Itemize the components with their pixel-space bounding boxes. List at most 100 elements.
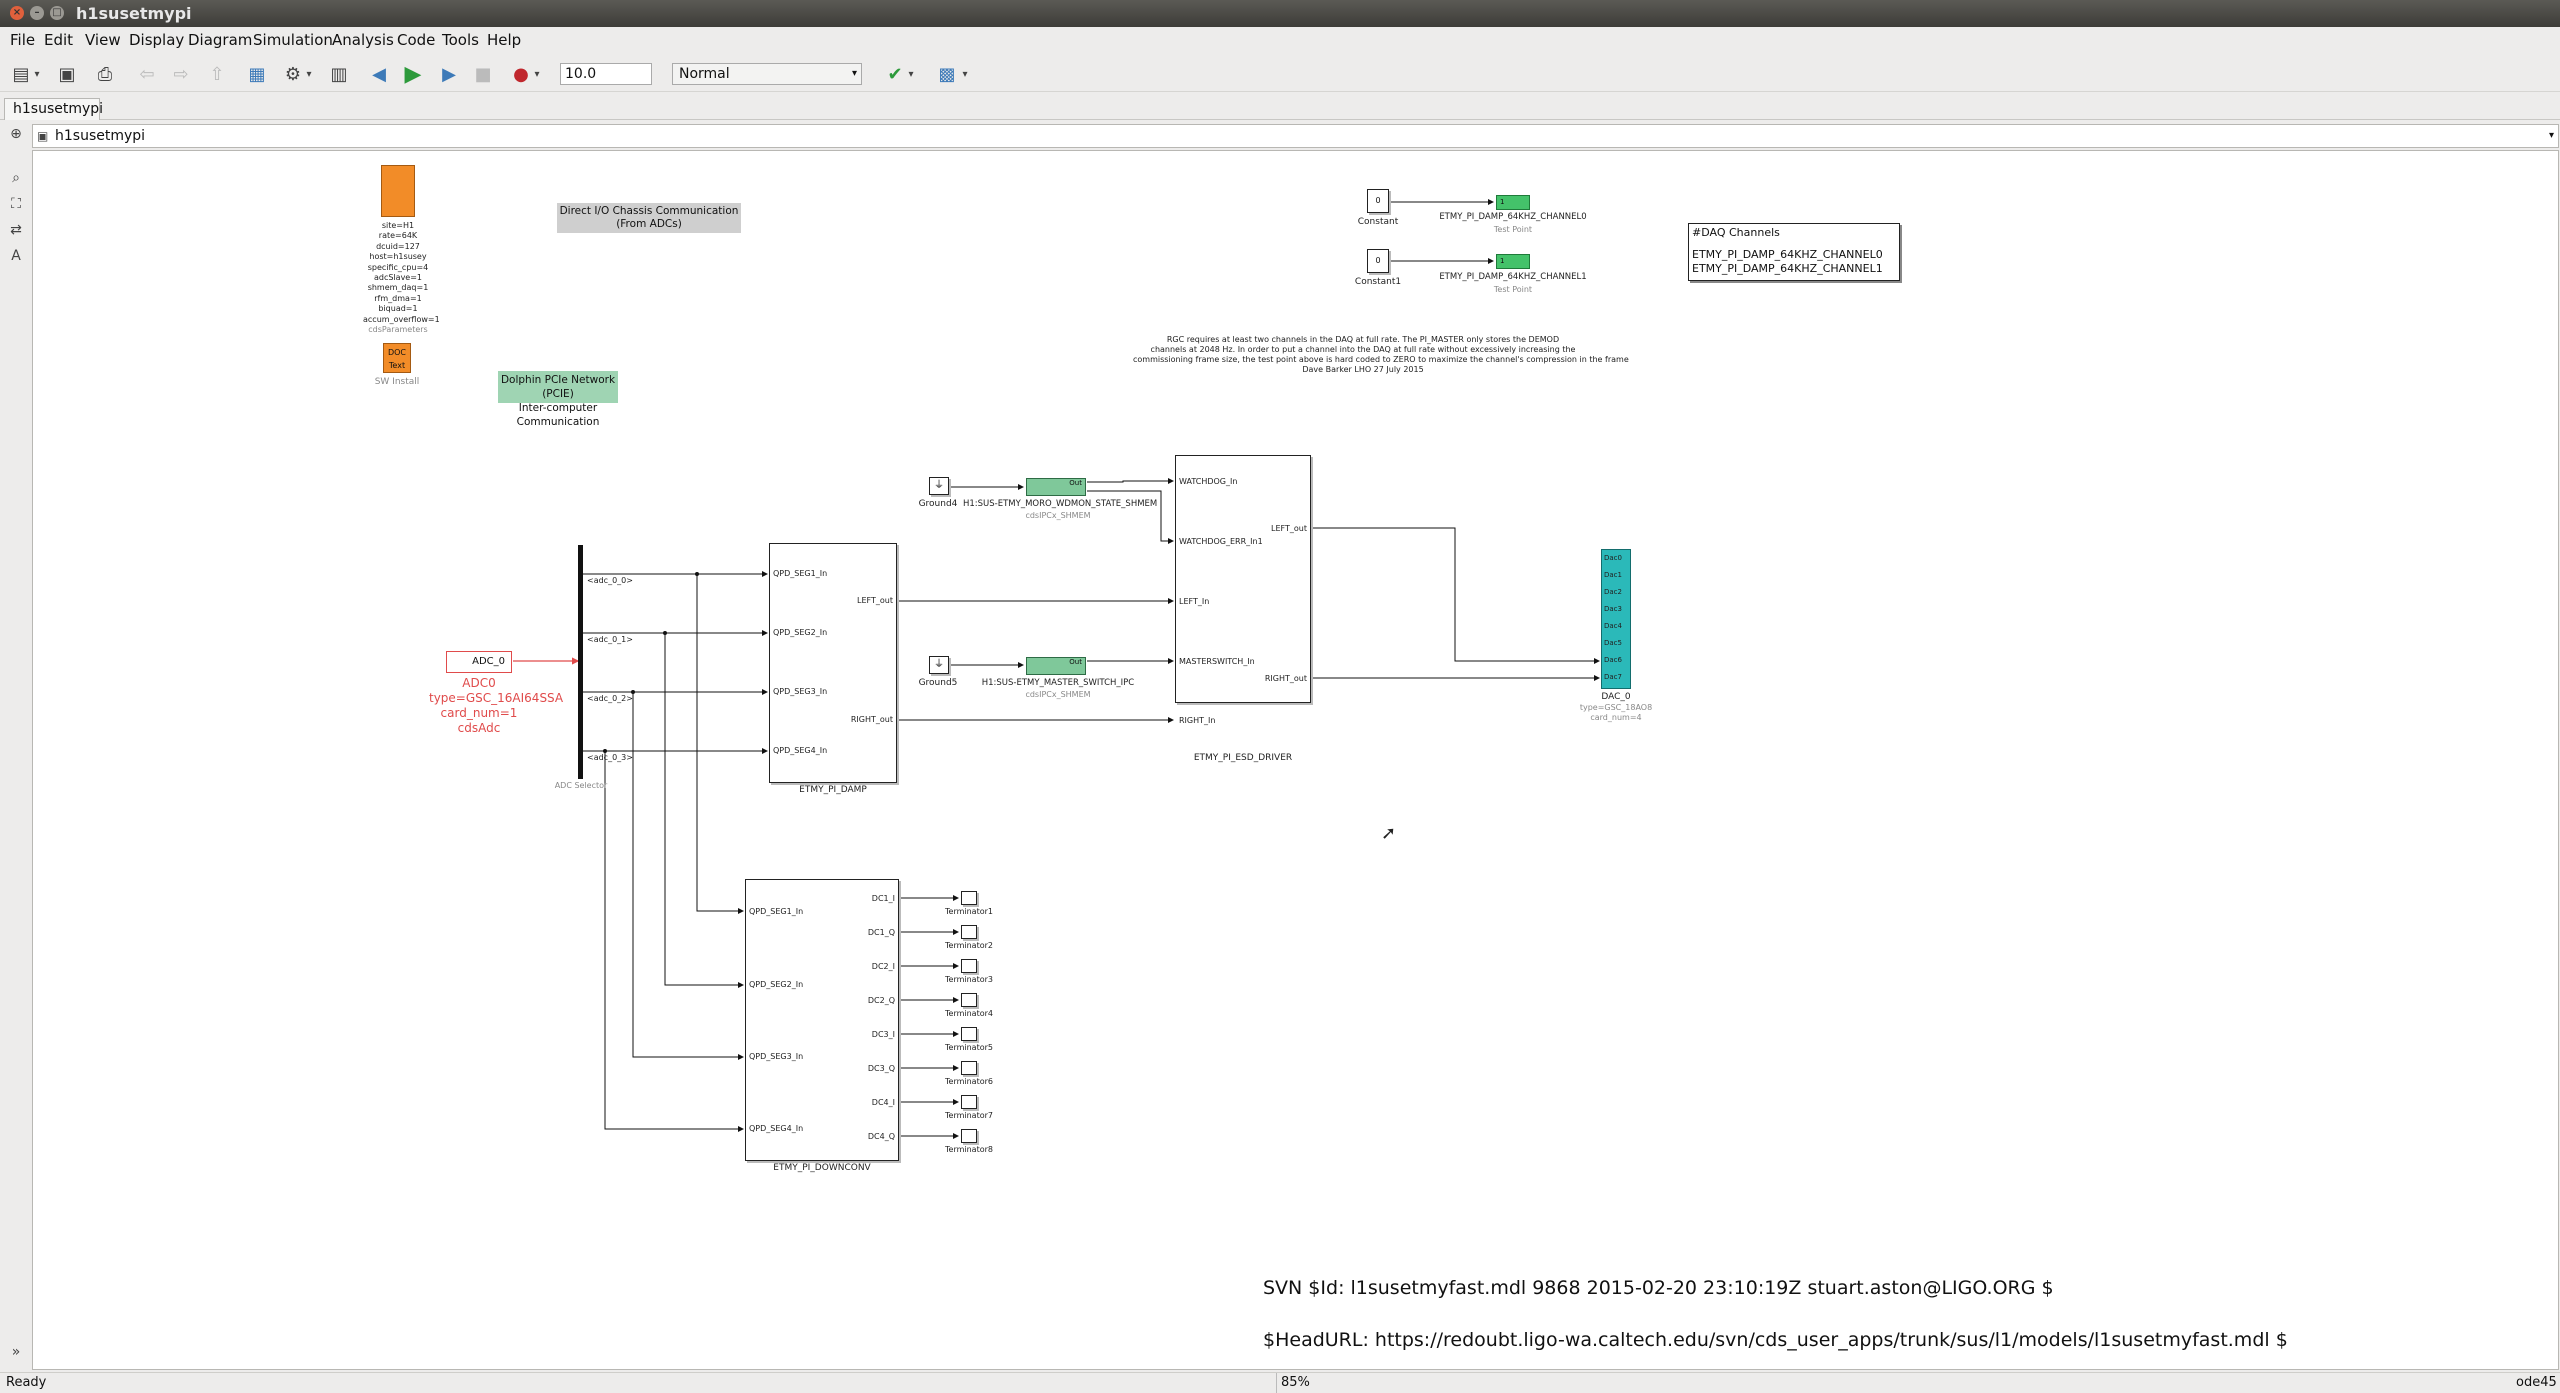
- damp-input: QPD_SEG2_In: [773, 628, 828, 637]
- model-explorer-icon[interactable]: ▥: [330, 64, 348, 85]
- annotation-icon[interactable]: A: [11, 248, 21, 264]
- damp-output: LEFT_out: [857, 596, 893, 605]
- constant1-block[interactable]: 0: [1367, 249, 1389, 273]
- svn-id-text: SVN $Id: l1susetmyfast.mdl 9868 2015-02-…: [1263, 1277, 2054, 1299]
- etmy-pi-esd-driver-block[interactable]: WATCHDOG_In WATCHDOG_ERR_In1 LEFT_In MAS…: [1175, 455, 1311, 725]
- terminator-block[interactable]: [961, 959, 977, 973]
- model-config-icon[interactable]: ⚙: [284, 64, 302, 85]
- forward-icon[interactable]: ⇨: [173, 64, 189, 85]
- chevron-down-icon[interactable]: ▾: [34, 69, 40, 80]
- etmy-pi-damp-block[interactable]: QPD_SEG1_In QPD_SEG2_In QPD_SEG3_In QPD_…: [769, 543, 897, 783]
- damp-input: QPD_SEG4_In: [773, 746, 828, 755]
- terminator-block[interactable]: [961, 891, 977, 905]
- diagram-canvas[interactable]: site=H1 rate=64K dcuid=127 host=h1susey …: [32, 150, 2559, 1370]
- dac-block[interactable]: Dac0 Dac1 Dac2 Dac3 Dac4 Dac5 Dac6 Dac7: [1601, 549, 1631, 689]
- mouse-cursor-icon: ➚: [1381, 823, 1397, 844]
- chevron-down-icon[interactable]: ▾: [534, 69, 540, 80]
- save-icon[interactable]: ▣: [58, 64, 76, 85]
- daq-channel: ETMY_PI_DAMP_64KHZ_CHANNEL1: [1692, 262, 1883, 275]
- testpoint-ch0-block[interactable]: 1: [1496, 195, 1530, 210]
- ground4-block[interactable]: ⏚: [929, 477, 949, 495]
- etmy-pi-esd-driver-label: ETMY_PI_ESD_DRIVER: [1193, 753, 1293, 763]
- expand-icon[interactable]: »: [11, 1344, 21, 1360]
- doc-text-block[interactable]: DOC Text: [383, 343, 411, 373]
- adc-selector-bar[interactable]: [578, 545, 583, 779]
- ground5-block[interactable]: ⏚: [929, 656, 949, 674]
- print-icon[interactable]: ⎙: [97, 64, 113, 85]
- menu-edit[interactable]: Edit: [44, 31, 74, 49]
- hide-browser-icon[interactable]: ⊕: [10, 126, 22, 142]
- param-line: rate=64K: [378, 231, 418, 241]
- step-forward-icon[interactable]: ▶: [442, 64, 456, 85]
- zoom-icon[interactable]: ⌕: [12, 170, 20, 186]
- adc-labels: ADC0 type=GSC_16AI64SSA card_num=1 cdsAd…: [429, 676, 563, 736]
- rgc-note-line: RGC requires at least two channels in th…: [1166, 335, 1560, 344]
- cds-parameters-block[interactable]: [381, 165, 415, 217]
- adc-card: card_num=1: [440, 706, 518, 720]
- shmem-wdmon-label: H1:SUS-ETMY_MORO_WDMON_STATE_SHMEM: [963, 499, 1158, 509]
- record-icon[interactable]: ●: [513, 64, 529, 85]
- chevron-down-icon[interactable]: ▾: [2548, 130, 2554, 141]
- menu-display[interactable]: Display: [129, 31, 185, 49]
- adc-block[interactable]: ADC_0: [446, 651, 512, 673]
- terminator-block[interactable]: [961, 925, 977, 939]
- chevron-down-icon[interactable]: ▾: [962, 69, 968, 80]
- menu-view[interactable]: View: [85, 31, 121, 49]
- downconv-input: QPD_SEG4_In: [749, 1124, 804, 1133]
- downconv-output: DC1_Q: [867, 928, 895, 937]
- chevron-down-icon[interactable]: ▾: [908, 69, 914, 80]
- maximize-icon[interactable]: □: [50, 6, 64, 20]
- stop-time-input[interactable]: 10.0: [560, 63, 652, 85]
- minimize-icon[interactable]: –: [30, 6, 44, 20]
- testpoint-ch1-block[interactable]: 1: [1496, 254, 1530, 269]
- back-icon[interactable]: ⇦: [139, 64, 155, 85]
- terminator-block[interactable]: [961, 1061, 977, 1075]
- library-browser-icon[interactable]: ▦: [248, 64, 266, 85]
- stop-icon[interactable]: ■: [474, 64, 492, 85]
- terminator-block[interactable]: [961, 1129, 977, 1143]
- terminator-block[interactable]: [961, 993, 977, 1007]
- terminator-block[interactable]: [961, 1027, 977, 1041]
- menu-bar: File Edit View Display Diagram Simulatio…: [0, 27, 2560, 53]
- etmy-pi-downconv-block[interactable]: QPD_SEG1_In QPD_SEG2_In QPD_SEG3_In QPD_…: [745, 879, 899, 1161]
- selector-out: <adc_0_2>: [587, 694, 633, 703]
- menu-file[interactable]: File: [10, 31, 36, 49]
- menu-help[interactable]: Help: [487, 31, 522, 49]
- selector-out: <adc_0_3>: [587, 753, 633, 762]
- menu-simulation[interactable]: Simulation: [253, 31, 333, 49]
- check-icon[interactable]: ✔: [887, 64, 903, 85]
- terminator-block[interactable]: [961, 1095, 977, 1109]
- arrow-icon[interactable]: ⇄: [10, 222, 22, 238]
- constant-block[interactable]: 0: [1367, 189, 1389, 213]
- chevron-down-icon[interactable]: ▾: [306, 69, 312, 80]
- signal-wires: [513, 199, 1600, 1139]
- shmem-wdmon-block[interactable]: Out: [1026, 478, 1086, 496]
- run-icon[interactable]: ▶: [404, 62, 422, 87]
- sim-mode-select[interactable]: Normal ▾: [672, 63, 862, 85]
- status-solver: ode45: [2516, 1375, 2557, 1390]
- build-icon[interactable]: ▩: [938, 64, 956, 85]
- menu-diagram[interactable]: Diagram: [188, 31, 253, 49]
- selector-out: <adc_0_1>: [587, 635, 633, 644]
- menu-analysis[interactable]: Analysis: [332, 31, 394, 49]
- menu-tools[interactable]: Tools: [442, 31, 479, 49]
- downconv-input: QPD_SEG1_In: [749, 907, 804, 916]
- left-palette: ⊕ ⌕ ⛶ ⇄ A »: [0, 120, 32, 1370]
- close-icon[interactable]: ×: [10, 6, 24, 20]
- menu-code[interactable]: Code: [397, 31, 436, 49]
- terminator-label: Terminator4: [945, 1009, 993, 1018]
- daq-channels-box[interactable]: #DAQ Channels ETMY_PI_DAMP_64KHZ_CHANNEL…: [1688, 223, 1900, 281]
- new-model-icon[interactable]: ▤: [12, 64, 30, 85]
- shmem-master-block[interactable]: Out: [1026, 657, 1086, 675]
- address-bar[interactable]: ▣ h1susetmypi ▾: [32, 124, 2559, 148]
- sim-mode-value: Normal: [679, 66, 730, 82]
- dolphin-note: Dolphin PCIe Network (PCIE) Inter-comput…: [498, 371, 618, 428]
- tab-model[interactable]: h1susetmypi: [4, 98, 103, 120]
- fit-view-icon[interactable]: ⛶: [11, 196, 21, 212]
- ground5-label: Ground5: [918, 678, 958, 688]
- param-line: site=H1: [381, 221, 415, 230]
- downconv-output: DC3_I: [871, 1030, 895, 1039]
- step-back-icon[interactable]: ◀: [372, 64, 386, 85]
- constant1-label: Constant1: [1354, 277, 1402, 287]
- up-icon[interactable]: ⇧: [209, 64, 225, 85]
